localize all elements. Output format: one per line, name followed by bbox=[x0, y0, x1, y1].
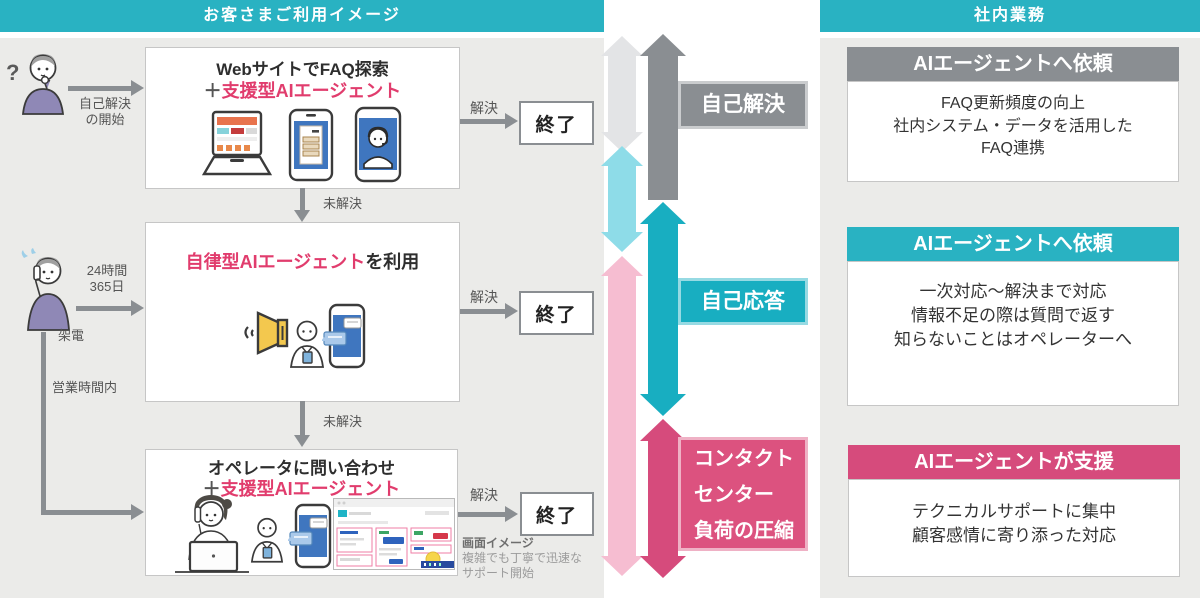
box3-title: オペレータに問い合わせ bbox=[208, 459, 395, 478]
screen-image-note-line1: 複雑でも丁寧で迅速な bbox=[462, 551, 583, 565]
flow-box-autonomous-agent: 自律型AIエージェントを利用 bbox=[145, 222, 460, 402]
light-gray-double-arrow bbox=[601, 36, 643, 152]
internal-box-1: AIエージェントへ依頼 FAQ更新頻度の向上 社内システム・データを活用した F… bbox=[847, 47, 1179, 183]
chat-phone-icon bbox=[288, 502, 332, 570]
internal-section-header: 社内業務 bbox=[820, 0, 1200, 32]
contact-center-label: コンタクト センター 負荷の圧縮 bbox=[678, 437, 808, 551]
chat-phone-icon bbox=[322, 303, 366, 369]
faq-phone-icon bbox=[288, 108, 334, 183]
box2-title: 自律型AIエージェントを利用 bbox=[185, 252, 420, 272]
end-box-3: 終了 bbox=[520, 492, 594, 536]
resolved-label-3: 解決 bbox=[470, 487, 498, 503]
resolved-label-1: 解決 bbox=[470, 100, 498, 116]
start-label: 自己解決の開始 bbox=[78, 96, 131, 127]
end-box-2: 終了 bbox=[519, 291, 594, 335]
internal-box-2-body: 一次対応〜解決まで対応 情報不足の際は質問で返す 知らないことはオペレーターへ bbox=[847, 261, 1179, 406]
flow-box-web-faq: WebサイトでFAQ探索 ＋支援型AIエージェント bbox=[145, 47, 460, 189]
screen-image-note-line2: サポート開始 bbox=[462, 566, 535, 580]
screen-image-note-title: 画面イメージ bbox=[462, 536, 534, 550]
call-label: 架電 bbox=[58, 328, 85, 343]
self-solve-label: 自己解決 bbox=[678, 81, 808, 129]
call-arrow bbox=[76, 300, 144, 316]
internal-box-2-header: AIエージェントへ依頼 bbox=[847, 227, 1179, 261]
self-solve-arrow bbox=[640, 34, 686, 200]
internal-box-2: AIエージェントへ依頼 一次対応〜解決まで対応 情報不足の際は質問で返す 知らな… bbox=[847, 227, 1179, 406]
ai-agent-icon bbox=[250, 516, 284, 564]
thinking-person-icon bbox=[14, 50, 70, 116]
resolved-arrow-2 bbox=[460, 303, 518, 319]
ai-agent-icon bbox=[289, 319, 325, 369]
customer-section-header: お客さまご利用イメージ bbox=[0, 0, 604, 32]
self-answer-label: 自己応答 bbox=[678, 278, 808, 325]
resolved-label-2: 解決 bbox=[470, 289, 498, 305]
box3-subtitle: ＋支援型AIエージェント bbox=[202, 479, 401, 499]
laptop-icon bbox=[196, 110, 278, 180]
end-box-1: 終了 bbox=[519, 101, 594, 145]
unresolved-arrow-2 bbox=[294, 401, 310, 447]
box1-subtitle: ＋支援型AIエージェント bbox=[203, 81, 402, 101]
unresolved-label-2: 未解決 bbox=[323, 414, 363, 429]
business-hours-line bbox=[41, 332, 46, 515]
resolved-arrow-3 bbox=[458, 506, 518, 522]
business-hours-arrow bbox=[41, 504, 144, 520]
voice-speaker-icon bbox=[242, 307, 290, 363]
internal-box-3: AIエージェントが支援 テクニカルサポートに集中 顧客感情に寄り添った対応 bbox=[848, 445, 1180, 577]
internal-box-3-header: AIエージェントが支援 bbox=[848, 445, 1180, 479]
unresolved-label-1: 未解決 bbox=[323, 196, 363, 211]
resolved-arrow-1 bbox=[460, 113, 518, 129]
caller-person-icon bbox=[12, 248, 76, 332]
light-pink-double-arrow bbox=[601, 256, 643, 576]
flow-box-operator: オペレータに問い合わせ ＋支援型AIエージェント bbox=[145, 449, 458, 576]
box1-title: WebサイトでFAQ探索 bbox=[216, 60, 389, 79]
internal-box-1-header: AIエージェントへ依頼 bbox=[847, 47, 1179, 81]
business-hours-label: 営業時間内 bbox=[52, 380, 118, 395]
screen-image-thumbnail bbox=[333, 498, 455, 570]
operator-icon bbox=[173, 494, 251, 574]
support-phone-icon bbox=[354, 106, 402, 183]
internal-box-1-body: FAQ更新頻度の向上 社内システム・データを活用した FAQ連携 bbox=[847, 81, 1179, 182]
contact-center-double-arrow bbox=[640, 419, 686, 578]
internal-box-3-body: テクニカルサポートに集中 顧客感情に寄り添った対応 bbox=[848, 479, 1180, 577]
unresolved-arrow-1 bbox=[294, 188, 310, 222]
self-answer-double-arrow bbox=[640, 202, 686, 416]
start-arrow bbox=[68, 80, 144, 96]
light-teal-double-arrow bbox=[601, 146, 643, 252]
question-mark-icon: ? bbox=[6, 60, 20, 85]
